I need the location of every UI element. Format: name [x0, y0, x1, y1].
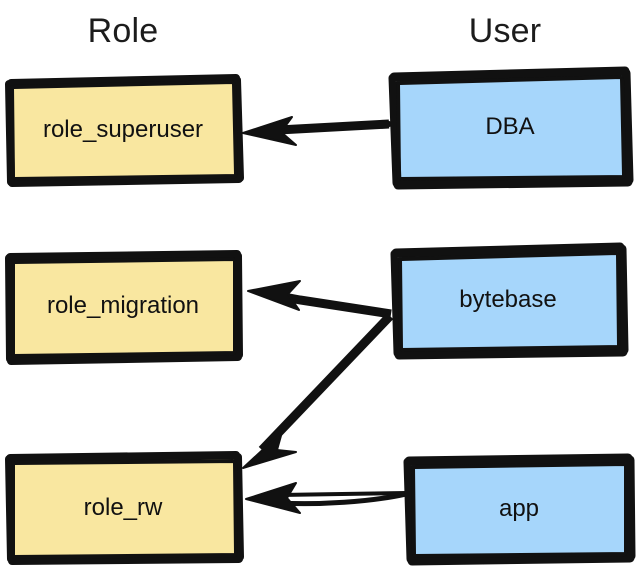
node-role-rw[interactable]: role_rw — [4, 451, 244, 565]
node-bytebase[interactable]: bytebase — [390, 242, 629, 360]
column-header-role: Role — [87, 12, 159, 50]
edge-bytebase-to-role-migration — [247, 280, 392, 319]
node-role-migration[interactable]: role_migration — [4, 250, 243, 365]
column-header-user: User — [468, 12, 542, 50]
node-app[interactable]: app — [403, 453, 636, 566]
edge-dba-to-role-superuser — [242, 116, 392, 146]
edge-app-to-role-rw — [245, 482, 409, 514]
node-role-superuser[interactable]: role_superuser — [4, 74, 244, 187]
edge-bytebase-to-role-rw — [242, 312, 394, 469]
node-dba[interactable]: DBA — [388, 66, 634, 190]
